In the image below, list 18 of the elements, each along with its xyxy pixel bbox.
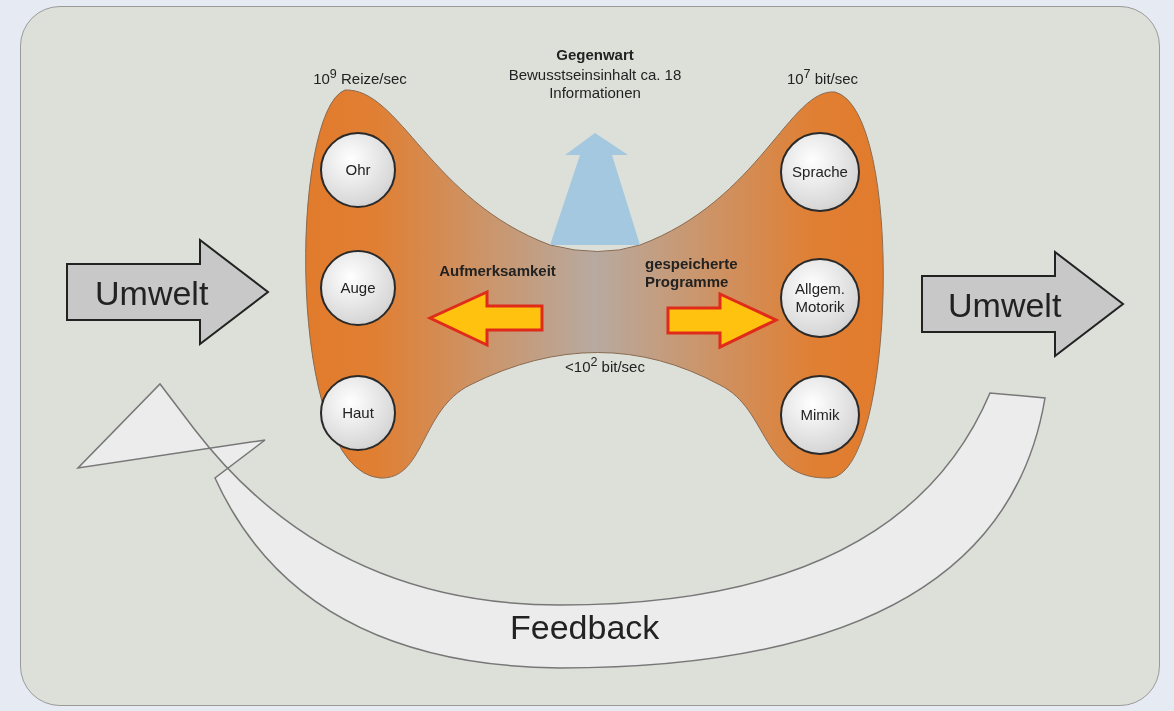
rate-label: <10$^{2}$ bit/sec [564,355,646,376]
heading-label: Gegenwart [555,46,635,64]
rate-label: 10$^{7}$ bit/sec [785,67,860,88]
note-label: Bewusstseinsinhalt ca. 18 Informationen [507,66,683,102]
arrow-label: Feedback [510,608,660,647]
block-arrow [920,250,1125,358]
circle-label: Haut [342,404,374,422]
circle-label: Sprache [792,163,848,181]
rate-label: 10$^{9}$ Reize/sec [312,67,408,88]
arrow-label: Umwelt [948,286,1062,325]
process-label: gespeicherte Programme [645,255,739,291]
circle-label: Auge [340,279,376,297]
circle-label: Allgem. Motorik [794,280,846,316]
circle-label: Mimik [800,406,840,424]
arrow-label: Umwelt [95,274,209,313]
process-label: Aufmerksamkeit [438,262,557,280]
block-arrow [65,238,270,346]
circle-label: Ohr [345,161,371,179]
